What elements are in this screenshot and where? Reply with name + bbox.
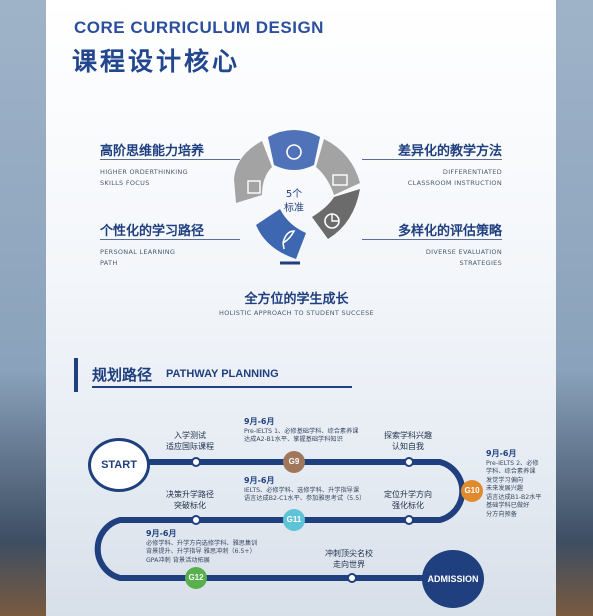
detail-g10: 9月-6月 Pre-IELTS 2、必修 学科、综合素养课 发觉学习偏向 未来发… bbox=[486, 449, 542, 518]
feature-thinking-cn: 高阶思维能力培养 bbox=[100, 144, 205, 159]
detail-g11: 9月-6月 IELTS、必修学科、选修学科、升学指导课 语言达成B2-C1水平、… bbox=[244, 476, 366, 502]
center-number: 5个 bbox=[286, 188, 302, 200]
start-node: START bbox=[88, 438, 150, 492]
title-english: CORE CURRICULUM DESIGN bbox=[74, 18, 324, 37]
background-left bbox=[0, 0, 46, 616]
grade-badge-g12: G12 bbox=[185, 567, 207, 589]
detail-g9: 9月-6月 Pre-IELTS 1、必修基础学科、综合素养课 达成A2-B1水平… bbox=[244, 417, 359, 443]
step-label-1: 入学测试适应国际课程 bbox=[166, 431, 214, 451]
step-dot bbox=[404, 457, 414, 467]
segment-evaluation bbox=[312, 189, 360, 239]
grade-badge-g10: G10 bbox=[461, 480, 483, 502]
pathway-title-en: PATHWAY PLANNING bbox=[166, 368, 279, 380]
feature-personal-cn: 个性化的学习路径 bbox=[100, 224, 205, 239]
core-standards-diagram: 5个 标准 bbox=[234, 130, 360, 265]
step-label-2: 探索学科兴趣认知自我 bbox=[384, 431, 432, 451]
segment-differentiated bbox=[316, 139, 360, 195]
feature-differentiated-cn: 差异化的教学方法 bbox=[397, 144, 502, 159]
center-label: 标准 bbox=[284, 202, 304, 214]
segment-holistic bbox=[234, 141, 272, 203]
step-label-5: 冲刺顶尖名校走向世界 bbox=[325, 549, 373, 569]
feature-holistic: 全方位的学生成长 HOLISTIC APPROACH TO STUDENT SU… bbox=[0, 288, 593, 317]
title-chinese: 课程设计核心 bbox=[72, 47, 241, 76]
grade-badge-g9: G9 bbox=[283, 451, 305, 473]
step-label-4: 定位升学方向强化标化 bbox=[384, 490, 432, 510]
head-icon bbox=[286, 144, 302, 160]
segment-personal bbox=[256, 209, 306, 259]
feature-holistic-cn: 全方位的学生成长 bbox=[244, 292, 349, 307]
step-dot bbox=[404, 515, 414, 525]
sprout-icon bbox=[282, 230, 296, 250]
image-icon bbox=[247, 180, 261, 194]
detail-g12: 9月-6月 必修学科、升学方向选修学科、雅思集训 背景提升、升学指导 雅思冲刺（… bbox=[146, 529, 258, 564]
step-dot bbox=[191, 457, 201, 467]
step-label-3: 决策升学路径突破标化 bbox=[166, 490, 214, 510]
admission-node: ADMISSION bbox=[422, 550, 484, 608]
segment-thinking bbox=[268, 130, 320, 170]
board-icon bbox=[332, 174, 348, 186]
grade-badge-g11: G11 bbox=[283, 509, 305, 531]
feature-evaluation-cn: 多样化的评估策略 bbox=[397, 224, 502, 239]
pathway-title-cn: 规划路径 bbox=[92, 366, 153, 384]
step-dot bbox=[347, 573, 357, 583]
step-dot bbox=[191, 515, 201, 525]
feature-holistic-en: HOLISTIC APPROACH TO STUDENT SUCCESE bbox=[219, 309, 374, 317]
